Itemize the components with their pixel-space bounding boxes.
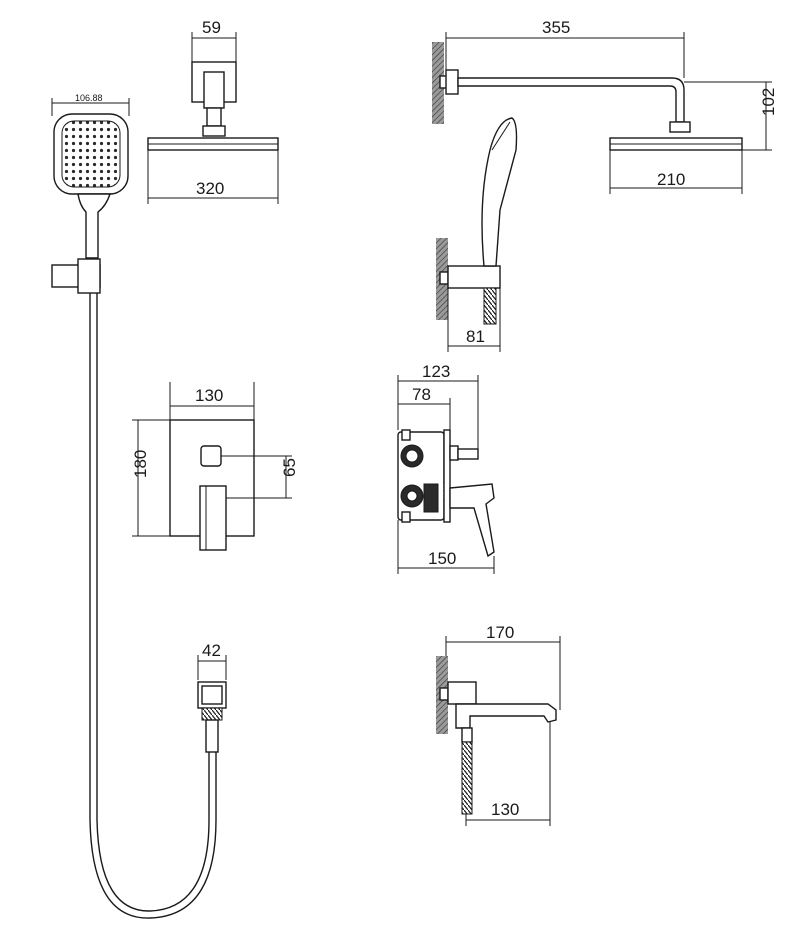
arm-length-dimension: 355 [445, 18, 685, 78]
hand-shower-side-view: 81 [436, 117, 518, 352]
arm-drop-dimension: 102 [684, 81, 778, 151]
hand-shower-side-body [481, 117, 518, 267]
mixer-lever [199, 485, 227, 551]
arm-square-width-label: 59 [202, 18, 221, 37]
spout-hose-offset-dimension: 130 [465, 722, 551, 826]
valve-width-dimension: 130 [169, 382, 255, 420]
outlet-width-label: 42 [202, 641, 221, 660]
hand-shower-width-dimension: 106.88 [51, 93, 130, 116]
diverter-button [200, 445, 222, 467]
bath-spout-view: 170 130 [436, 623, 561, 826]
valve-width-label: 130 [195, 386, 223, 405]
spout-length-dimension: 170 [445, 623, 561, 710]
valve-knob-offset-dimension: 65 [221, 455, 299, 499]
valve-trim-edge [443, 429, 451, 523]
valve-height-label: 180 [131, 450, 150, 478]
head-side-width-dimension: 210 [609, 150, 743, 194]
spout-length-label: 170 [486, 623, 514, 642]
valve-body-side-view: 123 78 HOT 150 [397, 362, 495, 574]
valve-front-view: 130 180 65 [131, 382, 299, 551]
holder-depth-label: 81 [466, 327, 485, 346]
wall-outlet-view: 42 [197, 641, 227, 753]
shower-arm-stem [206, 107, 222, 127]
shower-arm-side-view: 355 102 210 [432, 18, 778, 194]
valve-height-dimension: 180 [131, 419, 170, 537]
hand-shower-spray-face [61, 120, 121, 188]
wall-hatch-top [432, 42, 444, 124]
body-total-depth-dimension: 123 [397, 362, 479, 450]
handle-depth-dimension: 150 [397, 520, 495, 574]
arm-drop-label: 102 [759, 88, 778, 116]
hand-shower-width-label: 106.88 [75, 93, 103, 103]
shower-hose [89, 293, 217, 919]
body-depth-label: 78 [412, 385, 431, 404]
spout-hose-offset-label: 130 [491, 800, 519, 819]
shower-head-width-label: 320 [196, 179, 224, 198]
rain-shower-front-view: 59 320 [147, 18, 279, 204]
arm-square-dimension: 59 [191, 18, 237, 62]
holder-bracket [447, 265, 501, 289]
holder-depth-dimension: 81 [447, 288, 501, 352]
handle-depth-label: 150 [428, 549, 456, 568]
diverter-button-side [457, 448, 479, 460]
mixer-lever-side [449, 483, 495, 558]
head-side-width-label: 210 [657, 170, 685, 189]
hose-connector [205, 719, 219, 753]
body-depth-dimension: 78 [398, 385, 451, 430]
hand-shower-holder-clip [77, 258, 101, 294]
body-total-depth-label: 123 [422, 362, 450, 381]
outlet-width-dimension: 42 [197, 641, 227, 680]
spout-flange [447, 681, 477, 705]
shower-head-width-dimension: 320 [147, 150, 279, 204]
valve-knob-offset-label: 65 [280, 458, 299, 477]
spout-body [455, 703, 557, 729]
hand-shower-view: 106.88 [51, 93, 217, 919]
shower-arm [457, 77, 685, 123]
arm-length-label: 355 [542, 18, 570, 37]
spout-hose [461, 741, 473, 815]
hand-shower-handle [77, 193, 111, 259]
